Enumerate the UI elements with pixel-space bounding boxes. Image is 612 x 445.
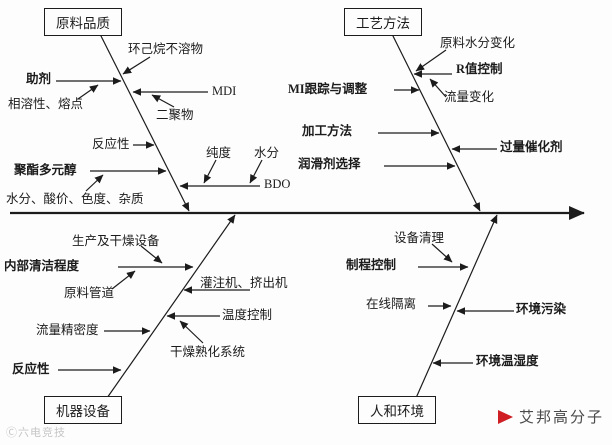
cause-drying-curing-system: 干燥熟化系统: [170, 345, 246, 359]
cause-excess-catalyst: 过量催化剂: [500, 140, 563, 154]
cause-internal-cleanliness: 内部清洁程度: [4, 259, 80, 273]
category-box-process-method: 工艺方法: [344, 8, 422, 36]
cause-filling-extruder: 灌注机、挤出机: [200, 276, 288, 290]
branch-people-environment: [415, 214, 498, 399]
cause-process-control: 制程控制: [346, 258, 397, 272]
cause-raw-pipeline: 原料管道: [64, 286, 115, 300]
branch-machine-equipment: [106, 214, 236, 399]
cause-flow-change: 流量变化: [444, 90, 495, 104]
cause-additive: 助剂: [26, 72, 52, 86]
cause-polyester-polyol: 聚酯多元醇: [14, 163, 77, 177]
cause-env-temp-humidity: 环境温湿度: [476, 354, 539, 368]
category-box-raw-material-quality: 原料品质: [44, 8, 122, 36]
cause-online-isolation: 在线隔离: [366, 297, 417, 311]
cause-reactivity-bottom: 反应性: [12, 362, 50, 376]
cause-mi-tracking: MI跟踪与调整: [288, 82, 368, 96]
cause-production-drying: 生产及干燥设备: [72, 234, 160, 248]
cause-temperature-control: 温度控制: [222, 308, 273, 322]
cause-moisture: 水分: [254, 146, 280, 160]
brand-watermark: 艾邦高分子: [497, 406, 604, 427]
cause-cyclohexane-insolubles: 环己烷不溶物: [128, 42, 204, 56]
cause-moisture-acid-color: 水分、酸价、色度、杂质: [6, 192, 144, 206]
cause-bdo: BDO: [264, 177, 291, 191]
cause-reactivity-top: 反应性: [92, 137, 130, 151]
category-box-machine-equipment: 机器设备: [44, 396, 122, 424]
cause-lubricant-selection: 润滑剂选择: [298, 157, 361, 171]
cause-r-value-control: R值控制: [456, 62, 503, 76]
branch-raw-material: [99, 33, 190, 212]
cause-purity: 纯度: [206, 146, 232, 160]
cause-environmental-pollution: 环境污染: [516, 302, 567, 316]
cause-raw-moisture-change: 原料水分变化: [440, 36, 516, 50]
cause-mdi: MDI: [212, 84, 237, 98]
cause-dimer: 二聚物: [156, 108, 194, 122]
brand-name: 艾邦高分子: [518, 410, 604, 426]
cause-compatibility-melting: 相溶性、熔点: [8, 97, 84, 111]
cause-equipment-cleaning: 设备清理: [394, 231, 445, 245]
brand-logo-icon: [497, 409, 513, 424]
cause-flow-precision: 流量精密度: [36, 323, 99, 337]
category-box-people-environment: 人和环境: [358, 396, 436, 424]
branch-process-method: [391, 33, 481, 212]
cause-processing-method: 加工方法: [302, 124, 353, 138]
watermark-bottom-left: Ⓒ六电竞技: [6, 427, 66, 439]
